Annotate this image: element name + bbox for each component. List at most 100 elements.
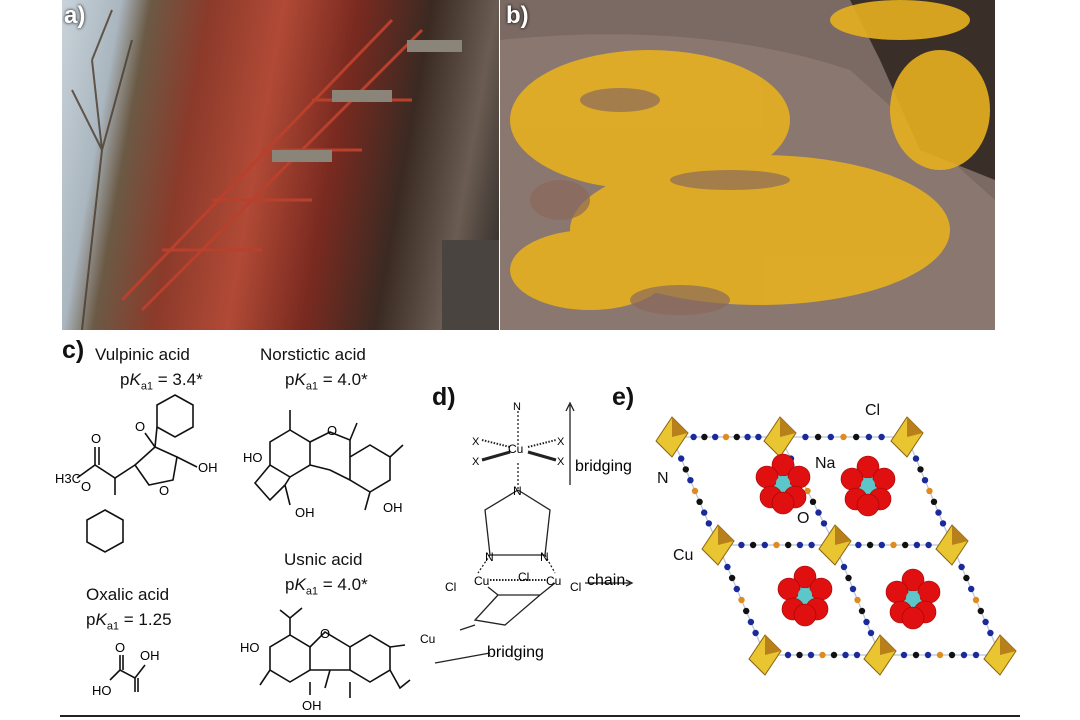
lattice-atom <box>728 574 736 582</box>
lattice-atom <box>724 563 731 571</box>
cu-octahedron-face <box>880 635 896 655</box>
svg-text:Cl: Cl <box>518 570 529 584</box>
pka-usnic: pKa1 = 4.0* <box>285 575 368 598</box>
panel-d-label: d) <box>432 383 456 411</box>
lattice-atom <box>925 541 932 549</box>
lattice-atom <box>867 629 875 637</box>
annotation-bridging-bottom: bridging <box>487 644 544 661</box>
svg-text:Cu: Cu <box>474 574 489 588</box>
svg-text:Cl: Cl <box>445 580 456 594</box>
svg-text:N: N <box>540 550 549 564</box>
svg-text:N: N <box>513 401 521 413</box>
na-highlight <box>861 478 875 492</box>
lattice-atom <box>853 433 860 441</box>
lattice-atom <box>866 541 874 549</box>
photo-rusty-fire-escape: a) <box>62 0 499 330</box>
cu-octahedron-face <box>780 417 796 437</box>
pka-norstictic: pKa1 = 4.0* <box>285 370 368 393</box>
structure-vulpinic-acid: H3C O O O O OH <box>55 394 218 553</box>
photo-b-detail <box>500 0 995 330</box>
cu-octahedron-face <box>765 635 781 655</box>
lattice-atom <box>865 433 873 441</box>
svg-text:X: X <box>557 436 565 448</box>
lattice-atom <box>900 651 908 659</box>
lattice-atom <box>863 618 870 626</box>
cu-octahedron-face <box>672 417 688 437</box>
compound-name-norstictic: Norstictic acid <box>260 345 366 364</box>
compound-name-vulpinic: Vulpinic acid <box>95 345 190 364</box>
lattice-atom <box>987 629 994 637</box>
lattice-atom <box>701 433 708 441</box>
lattice-atom <box>972 596 980 604</box>
lattice-atom <box>917 466 924 473</box>
lattice-atom <box>958 563 965 571</box>
oxygen-sphere <box>755 465 779 489</box>
lattice-atom <box>733 585 740 593</box>
atom-label-n: N <box>657 470 669 487</box>
svg-text:O: O <box>115 640 125 655</box>
lattice-atom <box>842 651 849 659</box>
atom-label-o: O <box>797 510 810 527</box>
oxygen-sphere <box>856 493 880 517</box>
svg-text:O: O <box>327 423 337 438</box>
svg-text:Cl: Cl <box>570 580 581 594</box>
panel-e-label: e) <box>612 383 635 411</box>
lattice-atom <box>921 477 929 484</box>
lattice-atom <box>743 607 750 615</box>
lattice-atom <box>948 651 956 659</box>
lattice-atom <box>960 651 968 659</box>
crystal-structure-lattice <box>655 416 1017 676</box>
compound-name-oxalic: Oxalic acid <box>86 585 170 604</box>
lattice-atom <box>935 509 942 516</box>
lattice-atom <box>738 541 745 549</box>
lattice-atom <box>808 541 815 549</box>
lattice-atom <box>858 607 866 615</box>
atom-label-cu: Cu <box>673 547 694 564</box>
lattice-atom <box>939 520 947 527</box>
photo-lichen-rock: b) <box>500 0 995 330</box>
lattice-atom <box>963 574 970 582</box>
cu-octahedron-face <box>718 525 734 545</box>
lattice-atom <box>744 433 751 441</box>
lattice-atom <box>912 651 920 659</box>
pka-vulpinic: pKa1 = 3.4* <box>120 370 203 393</box>
lattice-atom <box>678 455 685 462</box>
oxygen-sphere <box>885 580 909 604</box>
oxygen-sphere <box>840 467 864 491</box>
svg-text:O: O <box>81 479 91 494</box>
oxygen-sphere <box>787 465 811 489</box>
na-highlight <box>906 591 920 605</box>
atom-label-na: Na <box>815 455 836 472</box>
lattice-atom <box>982 618 989 626</box>
lattice-atom <box>701 509 708 516</box>
svg-text:X: X <box>472 436 480 448</box>
oxygen-sphere <box>917 580 941 604</box>
lattice-atom <box>878 433 885 441</box>
structure-usnic-acid: HO OH O <box>240 607 411 713</box>
svg-text:Cu: Cu <box>420 632 435 646</box>
svg-text:HO: HO <box>243 450 263 465</box>
annotation-chain: chain <box>587 572 625 589</box>
structure-oxalic-acid: OH HO O <box>92 640 160 698</box>
svg-text:OH: OH <box>383 500 403 515</box>
lattice-atom <box>977 607 984 615</box>
svg-text:OH: OH <box>295 505 315 520</box>
lattice-atom <box>878 541 885 549</box>
svg-text:Cu: Cu <box>508 442 523 456</box>
lattice-atom <box>796 541 804 549</box>
svg-text:OH: OH <box>302 698 322 713</box>
svg-text:HO: HO <box>240 640 260 655</box>
cu-octahedron-face <box>952 525 968 545</box>
na-highlight <box>798 588 812 602</box>
lattice-atom <box>968 585 975 593</box>
panel-c-label: c) <box>62 336 85 364</box>
lattice-atom <box>972 651 980 659</box>
diagram-cu-triazole-coordination: N Cu X X X X N N N Cu Cu Cl Cl Cl Cu bri… <box>420 401 634 664</box>
lattice-atom <box>819 651 826 659</box>
lattice-atom <box>722 433 730 441</box>
lattice-atom <box>912 455 920 462</box>
lattice-atom <box>815 509 822 516</box>
lattice-atom <box>802 433 809 441</box>
photo-a-detail <box>71 9 499 330</box>
lattice-atom <box>752 629 759 637</box>
